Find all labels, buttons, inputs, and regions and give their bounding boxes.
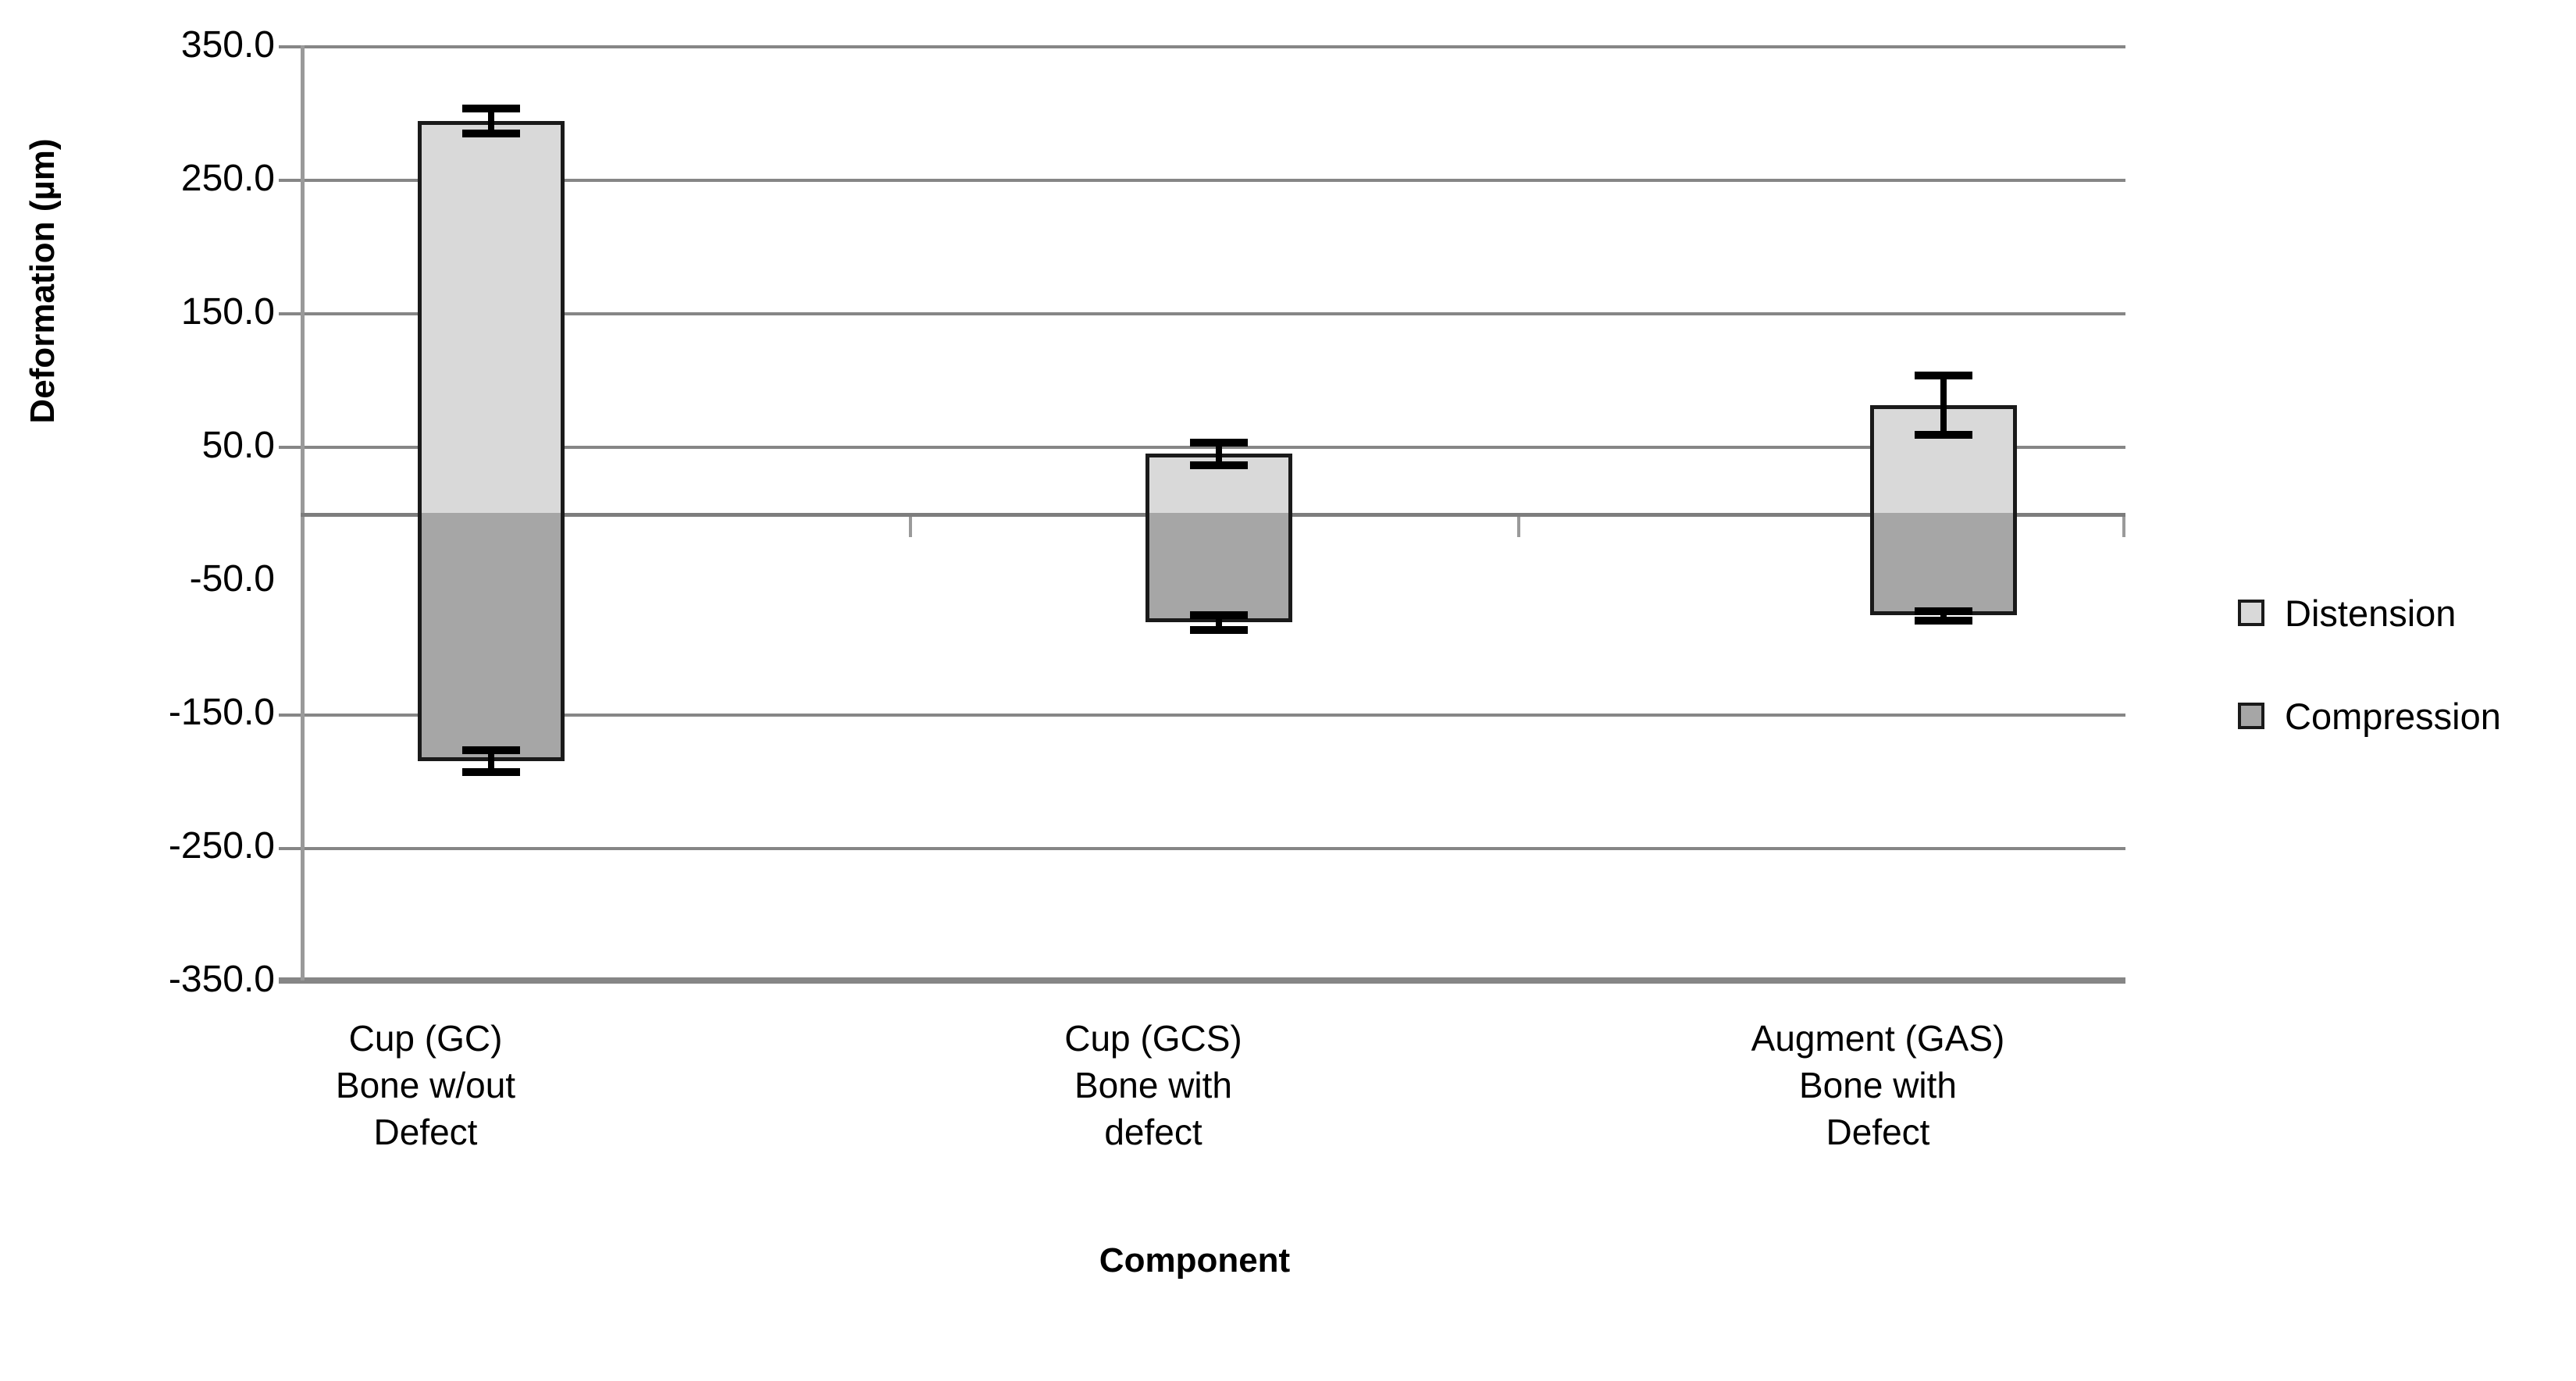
x-category-label-0: Cup (GC) Bone w/out Defect xyxy=(183,1015,668,1155)
gridline-neg150 xyxy=(301,847,2125,850)
x-category-label-2-line-0: Augment (GAS) xyxy=(1751,1018,2005,1059)
y-tick-mark-250 xyxy=(279,179,301,182)
y-tick-mark-neg350 xyxy=(279,977,301,981)
x-tick-mark-3 xyxy=(2122,517,2125,537)
errorbar-distension-cup-gcs xyxy=(1145,439,1292,469)
y-tick-label-50: 50.0 xyxy=(201,425,275,466)
y-tick-mark-neg50 xyxy=(279,714,301,717)
x-category-label-2-line-2: Defect xyxy=(1826,1112,1930,1152)
errorbar-compression-augment-gas xyxy=(1870,607,2017,625)
y-tick-label-250: 250.0 xyxy=(180,158,275,199)
gridline-150 xyxy=(301,312,2125,315)
y-tick-label-350: 350.0 xyxy=(180,24,275,66)
gridline-350 xyxy=(301,45,2125,48)
bar-compression-cup-gc[interactable] xyxy=(418,513,565,761)
errorbar-compression-cup-gc xyxy=(418,746,565,776)
x-category-label-2-line-1: Bone with xyxy=(1798,1065,1957,1105)
x-axis-title: Component xyxy=(1099,1241,1291,1280)
x-category-label-0-line-0: Cup (GC) xyxy=(348,1018,503,1059)
y-tick-label-neg50: -50.0 xyxy=(189,558,275,600)
x-tick-mark-1 xyxy=(909,517,912,537)
plot-area xyxy=(279,45,2125,984)
x-category-label-1: Cup (GCS) Bone with defect xyxy=(911,1015,1395,1155)
bar-distension-cup-gc[interactable] xyxy=(418,121,565,517)
x-category-label-0-line-1: Bone w/out xyxy=(335,1065,516,1105)
bar-compression-cup-gcs[interactable] xyxy=(1145,513,1292,622)
x-category-label-1-line-0: Cup (GCS) xyxy=(1064,1018,1242,1059)
gridline-neg350 xyxy=(301,977,2125,981)
y-tick-mark-neg150 xyxy=(279,847,301,850)
errorbar-distension-cup-gc xyxy=(418,105,565,137)
gridline-50 xyxy=(301,446,2125,449)
y-tick-label-neg150: -150.0 xyxy=(168,692,275,733)
legend-label-compression: Compression xyxy=(2285,695,2501,737)
y-tick-mark-350 xyxy=(279,45,301,48)
gridline-neg250 xyxy=(301,981,2125,984)
errorbar-distension-augment-gas xyxy=(1870,372,2017,439)
y-tick-mark-neg250 xyxy=(279,981,301,984)
y-tick-label-150: 150.0 xyxy=(180,291,275,333)
x-category-label-1-line-2: defect xyxy=(1104,1112,1202,1152)
legend-swatch-distension-icon xyxy=(2238,600,2264,626)
legend-item-compression[interactable]: Compression xyxy=(2238,692,2566,739)
x-category-label-0-line-2: Defect xyxy=(373,1112,478,1152)
y-tick-label-neg350: -350.0 xyxy=(168,959,275,1000)
legend-item-distension[interactable]: Distension xyxy=(2238,589,2566,636)
y-tick-mark-50 xyxy=(279,446,301,449)
y-axis-tick-labels: 350.0 250.0 150.0 50.0 -50.0 -150.0 -250… xyxy=(0,0,275,1381)
bar-compression-augment-gas[interactable] xyxy=(1870,513,2017,615)
chart-legend: Distension Compression xyxy=(2238,589,2566,795)
x-category-label-2: Augment (GAS) Bone with Defect xyxy=(1636,1015,2120,1155)
errorbar-compression-cup-gcs xyxy=(1145,611,1292,634)
y-tick-mark-150 xyxy=(279,312,301,315)
gridline-neg50 xyxy=(301,714,2125,717)
gridline-250 xyxy=(301,179,2125,182)
x-tick-mark-0 xyxy=(301,517,304,537)
x-category-label-1-line-1: Bone with xyxy=(1074,1065,1232,1105)
legend-swatch-compression-icon xyxy=(2238,703,2264,729)
x-tick-mark-2 xyxy=(1517,517,1520,537)
legend-label-distension: Distension xyxy=(2285,592,2457,634)
y-tick-label-neg250: -250.0 xyxy=(168,825,275,867)
